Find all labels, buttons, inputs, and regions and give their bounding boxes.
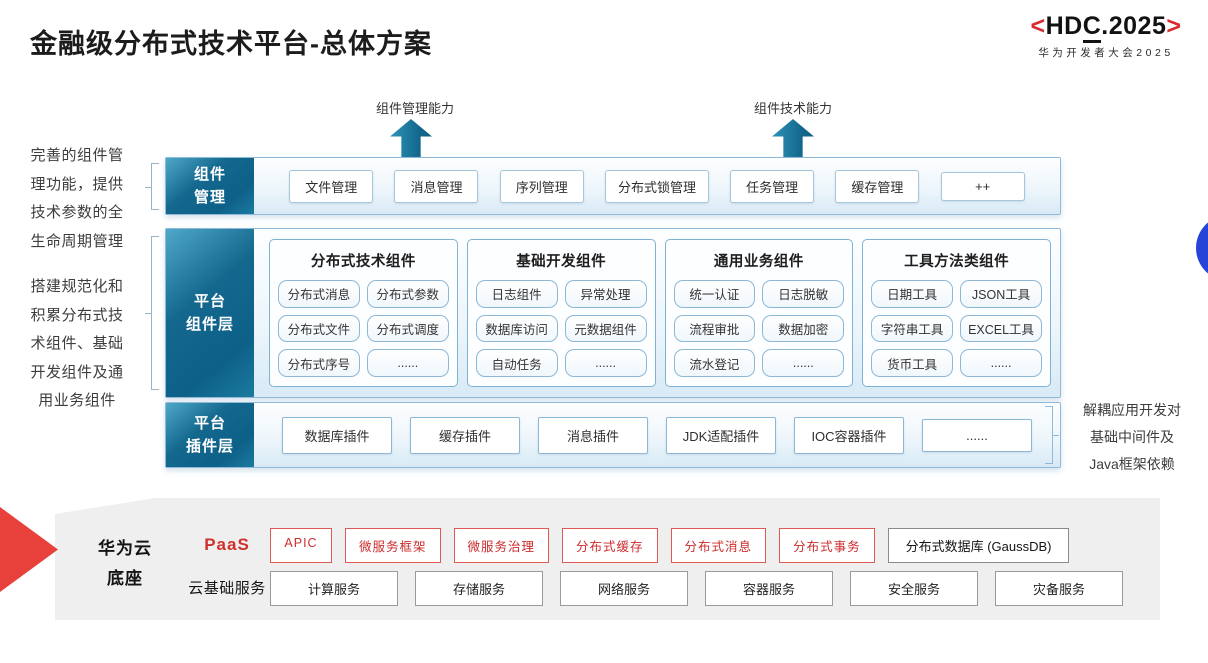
management-box: 消息管理 bbox=[394, 169, 479, 203]
layer-label-platform-components: 平台 组件层 bbox=[166, 229, 254, 397]
gaussdb-box: 分布式数据库 (GaussDB) bbox=[887, 528, 1070, 563]
tech-capability-label: 组件技术能力 bbox=[753, 101, 833, 116]
paas-label: PaaS bbox=[204, 535, 250, 554]
component-chip: 日志脱敏 bbox=[762, 280, 845, 308]
component-chip: ...... bbox=[366, 349, 449, 377]
component-chip: 分布式文件 bbox=[278, 314, 360, 343]
component-chip: 数据加密 bbox=[762, 314, 845, 343]
component-chip: 字符串工具 bbox=[871, 314, 954, 343]
cloud-service-box: 容器服务 bbox=[705, 571, 833, 606]
cloud-service-box: 灾备服务 bbox=[995, 571, 1123, 606]
component-chip: ...... bbox=[564, 349, 647, 377]
layer-platform-plugins: 平台 插件层 数据库插件缓存插件消息插件 JDK适配插件 IOC容器插件...... bbox=[165, 402, 1061, 468]
component-chip: 分布式参数 bbox=[366, 280, 449, 308]
blue-circle-decoration bbox=[1196, 215, 1208, 281]
cloud-service-box: 网络服务 bbox=[560, 571, 688, 606]
group-basic-dev: 基础开发组件 日志组件异常处理数据库访问元数据组件自动任务...... bbox=[466, 239, 656, 387]
up-arrow-icon bbox=[772, 119, 814, 157]
cloud-service-box: 存储服务 bbox=[415, 571, 543, 606]
component-chip: 统一认证 bbox=[673, 280, 756, 308]
left-bracket bbox=[145, 163, 159, 210]
paas-service-box: 分布式缓存 bbox=[562, 528, 658, 563]
logo-right-angle-icon: > bbox=[1166, 12, 1182, 40]
cloud-service-box: 计算服务 bbox=[270, 571, 398, 606]
paas-service-box: 分布式消息 bbox=[670, 528, 767, 563]
red-arrow-icon bbox=[0, 507, 58, 592]
management-box: 任务管理 bbox=[730, 169, 815, 203]
component-chip: ...... bbox=[960, 349, 1042, 377]
group-title: 通用业务组件 bbox=[713, 254, 804, 270]
hdc-2025-logo: <HDC.2025> 华为开发者大会2025 bbox=[1008, 12, 1204, 60]
plugin-box: ...... bbox=[922, 418, 1032, 452]
component-chip: 流程审批 bbox=[673, 314, 756, 343]
component-chip: 元数据组件 bbox=[564, 314, 647, 343]
left-bracket bbox=[145, 236, 159, 390]
hdc-logo-text: <HDC.2025> bbox=[1008, 12, 1204, 43]
component-chip: EXCEL工具 bbox=[960, 314, 1042, 343]
right-bracket bbox=[1045, 406, 1059, 464]
mgmt-capability-label: 组件管理能力 bbox=[375, 101, 455, 116]
group-title: 分布式技术组件 bbox=[310, 254, 416, 270]
component-management-items: 文件管理消息管理序列管理分布式锁管理任务管理缓存管理 ++ bbox=[254, 158, 1060, 214]
component-chip: 分布式消息 bbox=[278, 280, 360, 308]
paas-service-box: APIC bbox=[270, 528, 332, 563]
paas-service-box: 微服务治理 bbox=[453, 528, 550, 563]
layer-platform-components: 平台 组件层 分布式技术组件 分布式消息分布式参数分布式文件分布式调度分布式序号… bbox=[165, 228, 1061, 398]
component-chip: 分布式序号 bbox=[278, 349, 360, 377]
group-title: 基础开发组件 bbox=[516, 254, 607, 270]
management-box: 缓存管理 bbox=[835, 169, 920, 203]
note-decoupling: 解耦应用开发对 基础中间件及 Java框架依赖 bbox=[1083, 402, 1181, 472]
management-box: 序列管理 bbox=[499, 169, 584, 203]
management-box: ++ bbox=[940, 171, 1025, 201]
layer-component-management: 组件 管理 文件管理消息管理序列管理分布式锁管理任务管理缓存管理 ++ bbox=[165, 157, 1061, 215]
plugin-box: JDK适配插件 bbox=[666, 416, 776, 454]
cloud-services-row: 计算服务存储服务网络服务容器服务安全服务灾备服务 bbox=[270, 571, 1123, 606]
paas-service-box: 微服务框架 bbox=[345, 528, 441, 563]
group-title: 工具方法类组件 bbox=[904, 254, 1010, 270]
component-chip: 货币工具 bbox=[871, 349, 954, 377]
note-platform-components: 搭建规范化和 积累分布式技 术组件、基础 开发组件及通 用业务组件 bbox=[30, 278, 124, 409]
cloud-service-box: 安全服务 bbox=[850, 571, 978, 606]
component-chip: 异常处理 bbox=[564, 280, 647, 308]
component-chip: ...... bbox=[762, 349, 845, 377]
plugin-box: IOC容器插件 bbox=[794, 416, 904, 454]
component-chip: 日期工具 bbox=[871, 280, 954, 308]
logo-left-angle-icon: < bbox=[1030, 12, 1046, 40]
plugin-box: 数据库插件 bbox=[282, 416, 392, 454]
component-chip: 数据库访问 bbox=[475, 314, 558, 343]
plugin-box: 消息插件 bbox=[538, 416, 648, 454]
cloud-basic-services-label: 云基础服务 bbox=[188, 580, 266, 597]
group-common-business: 通用业务组件 统一认证日志脱敏流程审批数据加密流水登记...... bbox=[664, 239, 854, 387]
component-chip: 自动任务 bbox=[475, 349, 558, 377]
component-chip: 日志组件 bbox=[475, 280, 558, 308]
paas-services-row: APIC 微服务框架微服务治理分布式缓存分布式消息分布式事务 分布式数据库 (Ga… bbox=[270, 528, 1070, 563]
huawei-cloud-base-label: 华为云 底座 bbox=[98, 539, 152, 588]
plugin-box: 缓存插件 bbox=[410, 416, 520, 454]
component-chip: JSON工具 bbox=[960, 280, 1042, 308]
group-distributed-tech: 分布式技术组件 分布式消息分布式参数分布式文件分布式调度分布式序号...... bbox=[269, 239, 458, 387]
page-title: 金融级分布式技术平台-总体方案 bbox=[30, 29, 432, 59]
note-component-management: 完善的组件管 理功能，提供 技术参数的全 生命周期管理 bbox=[30, 147, 124, 250]
layer-label-component-management: 组件 管理 bbox=[166, 158, 254, 214]
management-box: 分布式锁管理 bbox=[604, 169, 709, 203]
component-chip: 分布式调度 bbox=[366, 314, 449, 343]
platform-plugin-items: 数据库插件缓存插件消息插件 JDK适配插件 IOC容器插件...... bbox=[254, 403, 1060, 467]
platform-component-groups: 分布式技术组件 分布式消息分布式参数分布式文件分布式调度分布式序号...... … bbox=[254, 229, 1060, 397]
paas-service-box: 分布式事务 bbox=[779, 528, 875, 563]
up-arrow-icon bbox=[390, 119, 432, 157]
component-chip: 流水登记 bbox=[673, 349, 756, 377]
layer-label-platform-plugins: 平台 插件层 bbox=[166, 403, 254, 467]
management-box: 文件管理 bbox=[289, 169, 374, 203]
hdc-logo-subtitle: 华为开发者大会2025 bbox=[1038, 47, 1174, 59]
